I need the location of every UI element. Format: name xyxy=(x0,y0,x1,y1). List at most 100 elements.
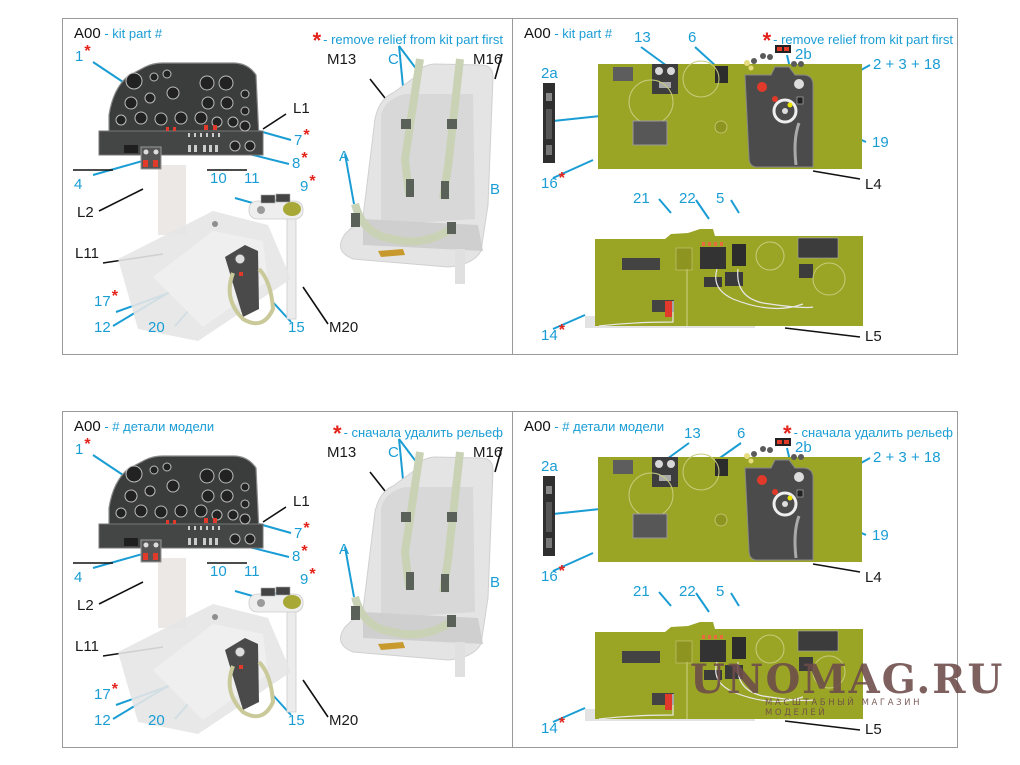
callout-9: 9* xyxy=(300,566,316,588)
callout-1: 1* xyxy=(75,436,91,458)
callout-L11: L11 xyxy=(75,638,99,655)
side-panels-illustration xyxy=(543,45,871,338)
part-2a-graphic xyxy=(543,83,555,163)
callout-L2: L2 xyxy=(77,204,94,221)
legend-kit-part: A00 - # детали модели xyxy=(524,418,664,435)
legend-remove-relief: *- сначала удалить рельеф xyxy=(783,417,953,446)
callout-12: 12 xyxy=(94,319,111,336)
callout-M13: M13 xyxy=(327,444,357,461)
callout-5: 5 xyxy=(716,583,725,600)
required-star-icon: * xyxy=(312,28,322,53)
cockpit-front-illustration xyxy=(73,438,503,734)
instruction-sheet-english: A00 - kit part # *- remove relief from k… xyxy=(62,18,958,355)
callout-6: 6 xyxy=(688,29,697,46)
callout-11: 11 xyxy=(244,563,260,580)
kit-part-note: - kit part # xyxy=(554,26,613,41)
cockpit-front-section: A00 - kit part # *- remove relief from k… xyxy=(63,19,511,354)
instrument-panel-graphic xyxy=(98,455,264,628)
pilot-seat-graphic xyxy=(340,58,494,284)
required-star-icon: * xyxy=(333,421,342,446)
black-leader-lines xyxy=(784,170,861,338)
callout-22: 22 xyxy=(679,583,696,600)
callout-13: 13 xyxy=(634,29,651,46)
callout-21: 21 xyxy=(633,583,650,600)
kit-part-note: - # детали модели xyxy=(104,419,215,434)
callout-M13: M13 xyxy=(327,51,357,68)
callout-7: 7* xyxy=(294,520,310,542)
legend-kit-part: A00 - # детали модели xyxy=(74,418,214,435)
callout-1: 1* xyxy=(75,43,91,65)
callout-20: 20 xyxy=(148,319,165,336)
side-panels-section: A00 - # детали модели *- сначала удалить… xyxy=(513,412,961,747)
sheet-divider xyxy=(512,412,513,747)
callout-8: 8* xyxy=(292,150,308,172)
callout-C: C xyxy=(388,444,399,461)
side-panels-section: A00 - kit part # *- remove relief from k… xyxy=(513,19,961,354)
callout-10: 10 xyxy=(210,563,227,580)
control-column-graphic xyxy=(248,193,304,320)
callout-9: 9* xyxy=(300,173,316,195)
callout-17: 17* xyxy=(94,681,118,703)
callout-15: 15 xyxy=(288,319,305,336)
legend-kit-part: A00 - kit part # xyxy=(524,25,612,42)
side-console-graphic xyxy=(118,211,291,341)
part-code: A00 xyxy=(524,25,551,42)
remove-relief-note: - сначала удалить рельеф xyxy=(343,425,503,440)
callout-L1: L1 xyxy=(293,100,310,117)
callout-5: 5 xyxy=(716,190,725,207)
callout-2b: 2b xyxy=(795,46,812,63)
callout-12: 12 xyxy=(94,712,111,729)
kit-part-note: - kit part # xyxy=(104,26,163,41)
cockpit-front-section: A00 - # детали модели *- сначала удалить… xyxy=(63,412,511,747)
callout-2-3-18: 2 + 3 + 18 xyxy=(873,449,941,466)
callout-L1: L1 xyxy=(293,493,310,510)
part-2b-graphic xyxy=(775,45,791,53)
callout-17: 17* xyxy=(94,288,118,310)
callout-19: 19 xyxy=(872,134,889,151)
callout-4: 4 xyxy=(74,569,83,586)
callout-8: 8* xyxy=(292,543,308,565)
remove-relief-note: - сначала удалить рельеф xyxy=(793,425,953,440)
callout-15: 15 xyxy=(288,712,305,729)
callout-A: A xyxy=(339,541,350,558)
callout-M16: M16 xyxy=(473,51,503,68)
black-leader-lines xyxy=(784,563,861,731)
callout-16: 16* xyxy=(541,563,565,585)
callout-6: 6 xyxy=(737,425,746,442)
side-panels-illustration xyxy=(543,438,871,731)
callout-M20: M20 xyxy=(329,319,359,336)
callout-10: 10 xyxy=(210,170,227,187)
cockpit-front-illustration xyxy=(73,45,503,341)
callout-L5: L5 xyxy=(865,328,882,345)
callout-L4: L4 xyxy=(865,176,882,193)
callout-21: 21 xyxy=(633,190,650,207)
callout-L5: L5 xyxy=(865,721,882,738)
callout-B: B xyxy=(490,574,501,591)
callout-7: 7* xyxy=(294,127,310,149)
callout-4: 4 xyxy=(74,176,83,193)
callout-19: 19 xyxy=(872,527,889,544)
part-2b-graphic xyxy=(775,438,791,446)
callout-2-3-18: 2 + 3 + 18 xyxy=(873,56,941,73)
legend-remove-relief: *- remove relief from kit part first xyxy=(763,24,953,53)
callout-C: C xyxy=(388,51,399,68)
callout-L2: L2 xyxy=(77,597,94,614)
left-side-panel-graphic xyxy=(598,446,862,562)
part-code: A00 xyxy=(74,418,101,435)
required-star-icon: * xyxy=(783,421,792,446)
remove-relief-note: - remove relief from kit part first xyxy=(773,32,953,47)
callout-22: 22 xyxy=(679,190,696,207)
callout-14: 14* xyxy=(541,322,565,344)
sheet-divider xyxy=(512,19,513,354)
part-code: A00 xyxy=(74,25,101,42)
legend-remove-relief: *- сначала удалить рельеф xyxy=(333,417,503,446)
kit-part-note: - # детали модели xyxy=(554,419,665,434)
side-console-graphic xyxy=(118,604,291,734)
callout-11: 11 xyxy=(244,170,260,187)
right-side-panel-graphic xyxy=(585,622,863,721)
callout-2a: 2a xyxy=(541,458,558,475)
callout-20: 20 xyxy=(148,712,165,729)
callout-16: 16* xyxy=(541,170,565,192)
callout-B: B xyxy=(490,181,501,198)
callout-L4: L4 xyxy=(865,569,882,586)
